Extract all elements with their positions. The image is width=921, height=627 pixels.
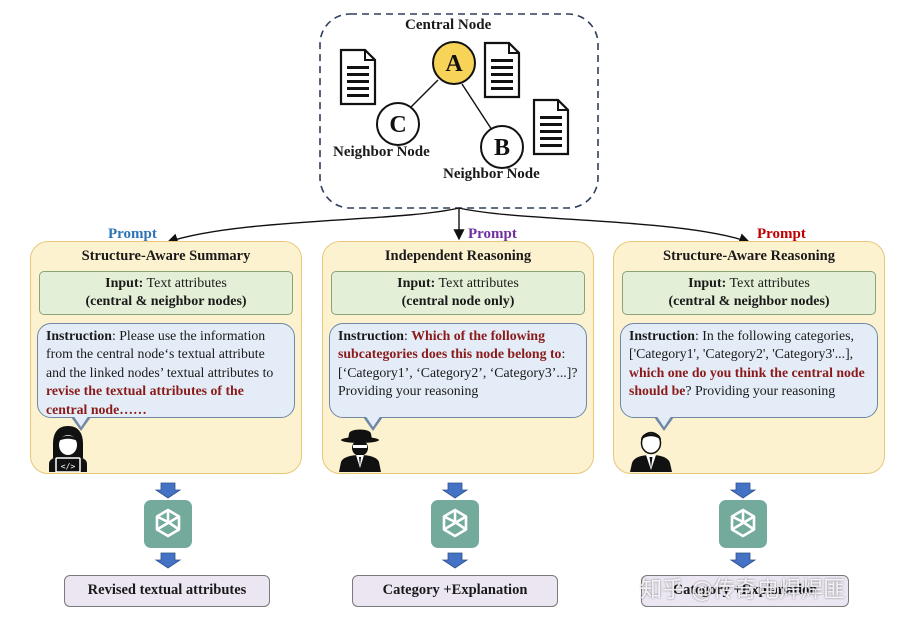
node-b: B — [480, 125, 524, 169]
down-arrow-icon — [154, 552, 182, 569]
instruction-lead: Instruction — [46, 328, 112, 343]
output-box-2: Category +Explanation — [352, 575, 558, 607]
instruction-text-tail: ? Providing your reasoning — [685, 383, 836, 399]
chatgpt-logo-icon — [144, 500, 192, 548]
bubble-tail-fill — [656, 415, 672, 427]
instruction-highlight: which one do you think the central node … — [629, 364, 865, 399]
neighbor-label-b: Neighbor Node — [443, 166, 540, 182]
input-scope: (central & neighbor nodes) — [85, 294, 247, 309]
input-text: Text attributes — [146, 276, 227, 291]
instruction-bubble: Instruction: In the following categories… — [620, 323, 878, 418]
node-a: A — [432, 41, 476, 85]
input-label: Input: — [105, 276, 144, 291]
column-structure-aware-reasoning: Structure-Aware Reasoning Input: Text at… — [613, 241, 885, 474]
down-arrow-icon — [441, 482, 469, 499]
edge-a-c — [409, 79, 439, 109]
instruction-text: : In the following categories, ['Categor… — [629, 328, 854, 362]
instruction-highlight: Which of the following subcategories doe… — [338, 328, 562, 362]
instruction-bubble: Instruction: Which of the following subc… — [329, 323, 587, 418]
instruction-lead: Instruction — [338, 328, 404, 343]
down-arrow-icon — [154, 482, 182, 499]
input-label: Input: — [688, 276, 727, 291]
watermark: 知乎 @传奇电焊焊匪 — [640, 578, 845, 603]
instruction-text: : — [403, 328, 412, 343]
document-icon — [532, 98, 570, 156]
output-box-1: Revised textual attributes — [64, 575, 270, 607]
input-box: Input: Text attributes (central & neighb… — [39, 271, 293, 315]
document-icon — [483, 41, 521, 99]
input-scope: (central & neighbor nodes) — [668, 294, 830, 309]
detective-icon — [339, 429, 381, 472]
column-independent-reasoning: Independent Reasoning Input: Text attrib… — [322, 241, 594, 474]
bubble-tail-fill — [73, 415, 89, 427]
node-a-letter: A — [445, 51, 463, 77]
column-title: Structure-Aware Summary — [81, 248, 251, 264]
node-b-letter: B — [494, 135, 510, 161]
column-title: Independent Reasoning — [384, 248, 532, 264]
input-label: Input: — [397, 276, 436, 291]
instruction-text-tail: : [‘Category1’, ‘Category2’, ‘Category3’… — [338, 346, 578, 399]
input-text: Text attributes — [729, 276, 810, 291]
node-c: C — [376, 102, 420, 146]
node-c-letter: C — [389, 112, 406, 138]
down-arrow-icon — [441, 552, 469, 569]
output-box-3: Category +Explanation — [641, 575, 849, 607]
column-title: Structure-Aware Reasoning — [663, 248, 835, 264]
branch-arrow-right — [458, 207, 751, 245]
branch-arrow-left — [166, 207, 460, 245]
column-structure-aware-summary: Structure-Aware Summary Input: Text attr… — [30, 241, 302, 474]
input-box: Input: Text attributes (central & neighb… — [622, 271, 876, 315]
instruction-lead: Instruction — [629, 328, 695, 343]
input-text: Text attributes — [438, 276, 519, 291]
neighbor-label-c: Neighbor Node — [333, 144, 430, 160]
coder-woman-icon: </> — [49, 426, 87, 472]
instruction-text: : Please use the information from the ce… — [46, 328, 274, 380]
input-box: Input: Text attributes (central node onl… — [331, 271, 585, 315]
central-node-label: Central Node — [405, 17, 492, 33]
businessman-icon — [630, 431, 672, 472]
chatgpt-logo-icon — [431, 500, 479, 548]
document-icon — [339, 48, 377, 106]
instruction-highlight: revise the textual attributes of the cen… — [46, 383, 244, 417]
bubble-tail-fill — [365, 415, 381, 427]
chatgpt-logo-icon — [719, 500, 767, 548]
svg-text:</>: </> — [61, 462, 76, 471]
prompt-label-2: Prompt — [468, 226, 517, 242]
edge-a-b — [461, 83, 493, 131]
input-scope: (central node only) — [401, 294, 515, 309]
instruction-bubble: Instruction: Please use the information … — [37, 323, 295, 418]
down-arrow-icon — [729, 552, 757, 569]
down-arrow-icon — [729, 482, 757, 499]
prompt-label-3: Prompt — [757, 226, 806, 242]
prompt-label-1: Prompt — [108, 226, 157, 242]
